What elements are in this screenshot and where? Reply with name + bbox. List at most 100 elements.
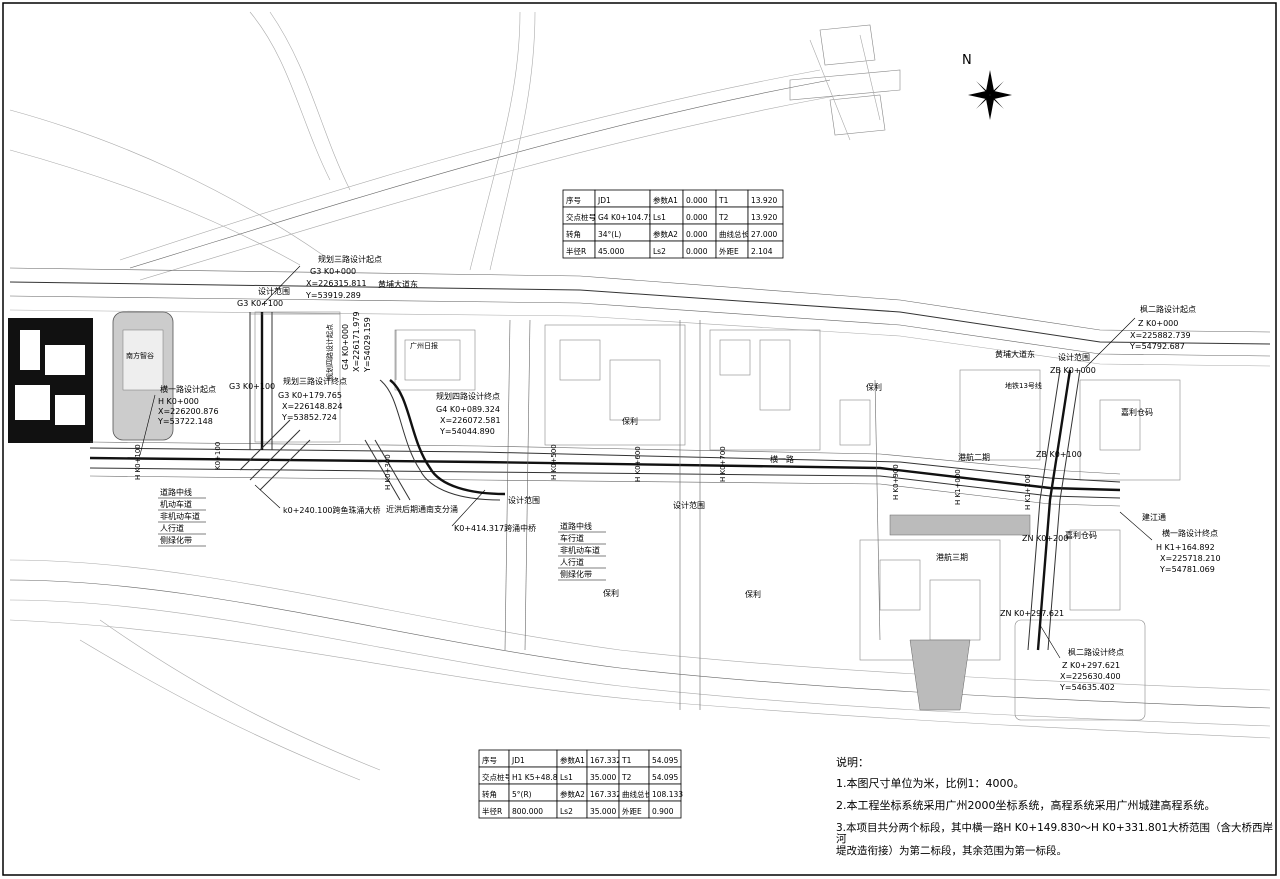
chainage-label: H K0+500 [550,444,558,480]
table-cell-text: T2 [621,773,632,782]
table-cell-text: Ls1 [560,773,573,782]
legend-entry: 非机动车道 [560,545,600,555]
notes-line-1: 1.本图尺寸单位为米，比例1：4000。 [836,777,1025,790]
chainage-label: H K0+100 [134,444,142,480]
g4-vert-title: 规划四路设计起点 [325,324,334,380]
table-cell-text: 34°(L) [598,230,621,239]
metro-station [789,24,901,141]
g3-start-station: G3 K0+000 [310,267,356,276]
g4-vert-station: G4 K0+000 [341,324,350,370]
table-cell-text: 27.000 [751,230,777,239]
area-label: 嘉利仓码 [1065,530,1097,540]
table-cell-text: 外距E [719,246,739,256]
table-cell-text: 13.920 [751,213,777,222]
g3-station-label: G3 K0+100 [229,382,275,391]
table-cell-text: 0.000 [686,247,708,256]
design-range-label: 设计范围 [673,500,705,510]
h-start-y: Y=53722.148 [157,417,213,426]
table-cell-text: 半径R [566,246,586,256]
table-cell-text: Ls1 [653,213,666,222]
design-range-label: 设计范围 [508,495,540,505]
left-buildings [8,311,174,443]
notes-title: 说明： [836,756,869,769]
notes-line-2: 2.本工程坐标系统采用广州2000坐标系统，高程系统采用广州城建高程系统。 [836,799,1216,812]
zb-station: ZB K0+000 [1050,366,1096,375]
table-cell-text: 参数A1 [560,755,585,765]
metro-label: 地铁13号线 [1005,381,1042,390]
legend-entry: 人行道 [160,523,184,533]
road-label: 黄埔大道东 [995,349,1035,359]
table-cell-text: 0.000 [686,230,708,239]
h-end-station: H K1+164.892 [1156,543,1215,552]
z-start-title: 枫二路设计起点 [1140,304,1196,314]
g4-end-station: G4 K0+089.324 [436,405,500,414]
table-cell [648,800,682,819]
table-cell-text: 交点桩号 [482,772,512,782]
h-end-title: 横一路设计终点 [1162,528,1218,538]
z-end-x: X=225630.400 [1060,672,1121,681]
chainage-label: H K0+300 [384,454,392,490]
h-start-x: X=226200.876 [158,407,219,416]
h-start-station: H K0+000 [158,397,199,406]
legend-entry: 非机动车道 [160,511,200,521]
north-arrow-icon [968,70,1012,120]
z-start-y: Y=54792.687 [1129,342,1185,351]
bridge-note: 近洪后期通南支分涌 [386,504,458,514]
g3-station-label: G3 K0+100 [237,299,283,308]
area-label: 南方智谷 [126,351,154,360]
table-cell-text: 参数A1 [653,195,678,205]
road-label-huangpu: 黄埔大道东 [378,279,418,289]
table-cell-text: 54.095 [652,773,678,782]
road-label: 横一路 [770,454,794,464]
table-cell-text: 800.000 [512,807,543,816]
chainage-label: H K1+100 [1024,474,1032,510]
z-end-station: Z K0+297.621 [1062,661,1120,670]
legend-entry: 道路中线 [560,521,592,531]
z-start-station: Z K0+000 [1138,319,1178,328]
g3-end-station: G3 K0+179.765 [278,391,342,400]
g3-end-x: X=226148.824 [282,402,343,411]
notes-line-3: 3.本项目共分两个标段，其中横一路H K0+149.830～H K0+331.8… [836,822,1274,845]
table-cell-text: Ls2 [560,807,573,816]
chainage-labels: K0+100 H K0+100 H K0+300 H K0+500 H K0+6… [134,442,1032,510]
g4-vert-x: X=226171.979 [352,311,361,372]
table-cell-text: 转角 [482,789,497,799]
h-start-title: 横一路设计起点 [160,384,216,394]
legend-entry: 车行道 [560,533,584,543]
chainage-label: H K0+600 [634,446,642,482]
g4-end-title: 规划四路设计终点 [436,391,500,401]
annotations: 规划三路设计起点 G3 K0+000 X=226315.811 Y=53919.… [126,254,1221,692]
area-label: 嘉利仓码 [1121,407,1153,417]
building-blocks [254,311,1181,721]
table-cell-text: T1 [718,196,729,205]
table-cell-text: 半径R [482,806,502,816]
table-cell-text: 曲线总长 [622,789,652,799]
table-cell-text: 序号 [566,195,581,205]
chainage-label: H K0+900 [892,464,900,500]
table-cell-text: 外距E [622,806,642,816]
table-cell-text: Ls2 [653,247,666,256]
legend-entry: 机动车道 [160,499,192,509]
table-cell-text: 167.332 [590,756,621,765]
area-label: 保利 [745,589,761,599]
table-cell-text: 参数A2 [653,229,678,239]
table-cell-text: 0.900 [652,807,674,816]
g3-start-y: Y=53919.289 [305,291,361,300]
table-cell-text: G4 K0+104.756 [598,213,658,222]
table-cell-text: JD1 [511,756,525,765]
table-cell-text: 参数A2 [560,789,585,799]
table-cell-text: JD1 [597,196,611,205]
table-cell-text: 0.000 [686,196,708,205]
table-cell-text: 曲线总长 [719,229,749,239]
area-label: 保利 [622,416,638,426]
z-end-title: 枫二路设计终点 [1068,647,1124,657]
g3-end-y: Y=53852.724 [281,413,337,422]
g4-vert-y: Y=54029.159 [363,317,372,373]
legend-entry: 道路中线 [160,487,192,497]
table-cell-text: 2.104 [751,247,773,256]
table-cell-text: 108.133 [652,790,683,799]
table-cell-text: 交点桩号 [566,212,596,222]
table-cell-text: 13.920 [751,196,777,205]
